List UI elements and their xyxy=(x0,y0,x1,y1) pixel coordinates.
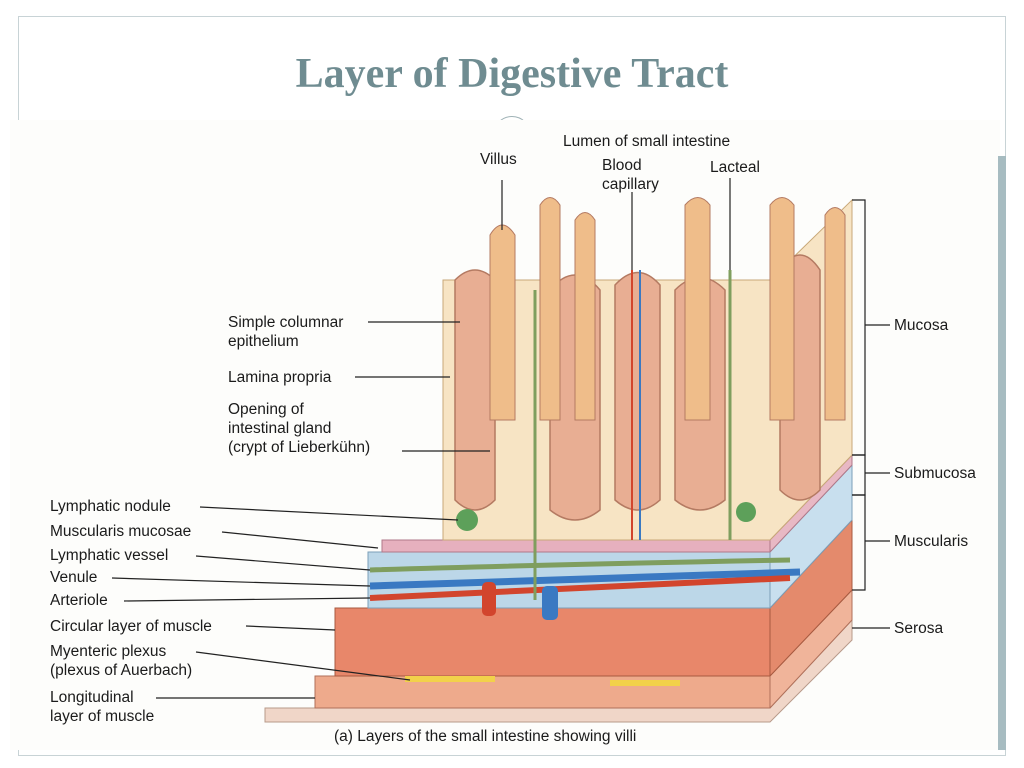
label-lymphatic-vessel: Lymphatic vessel xyxy=(50,547,169,564)
lymphatic-vessel-line xyxy=(369,557,791,573)
label-circular-layer: Circular layer of muscle xyxy=(50,618,212,635)
arteriole-stub xyxy=(482,582,496,616)
leader-arteriole xyxy=(123,597,371,602)
label-venule: Venule xyxy=(50,569,98,586)
label-villus: Villus xyxy=(480,151,517,168)
leader-venule xyxy=(111,577,371,587)
leader-lymphatic-nodule xyxy=(199,506,459,521)
label-submucosa: Submucosa xyxy=(894,465,976,482)
submucosa-bracket xyxy=(852,454,866,496)
label-lumen: Lumen of small intestine xyxy=(563,133,731,150)
venule-stub xyxy=(542,586,558,620)
label-lymphatic-nodule: Lymphatic nodule xyxy=(50,498,171,515)
label-arteriole: Arteriole xyxy=(50,592,108,609)
figure-caption: (a) Layers of the small intestine showin… xyxy=(334,728,637,745)
venule-line xyxy=(369,568,801,590)
villus-tip xyxy=(489,224,516,421)
label-serosa: Serosa xyxy=(894,620,944,637)
leader-muscularis-mucosae xyxy=(221,531,379,549)
mucosa-bracket xyxy=(852,199,866,456)
intestine-diagram: Villus Lumen of small intestine Blood ca… xyxy=(10,120,1000,750)
label-muscularis: Muscularis xyxy=(894,533,969,550)
myenteric-plexus xyxy=(405,676,495,682)
label-muscularis-mucosae: Muscularis mucosae xyxy=(50,523,192,540)
leader-myenteric-plexus xyxy=(195,651,411,681)
leader-lymphatic-vessel xyxy=(195,555,371,571)
leader-circular-layer xyxy=(245,625,336,631)
muscularis-bracket xyxy=(852,494,866,591)
label-lacteal: Lacteal xyxy=(710,159,760,176)
label-blood-capillary: Blood capillary xyxy=(602,157,659,193)
slide-side-bar xyxy=(998,156,1006,750)
label-intestinal-gland: Opening of intestinal gland (crypt of Li… xyxy=(228,401,371,456)
label-mucosa: Mucosa xyxy=(894,317,949,334)
label-lamina-propria: Lamina propria xyxy=(228,369,332,386)
label-longitudinal-layer: Longitudinal layer of muscle xyxy=(50,689,155,725)
label-simple-columnar: Simple columnar epithelium xyxy=(228,314,344,350)
label-myenteric-plexus: Myenteric plexus (plexus of Auerbach) xyxy=(50,643,193,679)
slide-title: Layer of Digestive Tract xyxy=(295,51,729,97)
lymphatic-nodule xyxy=(456,509,478,531)
intestine-illustration xyxy=(111,178,890,723)
